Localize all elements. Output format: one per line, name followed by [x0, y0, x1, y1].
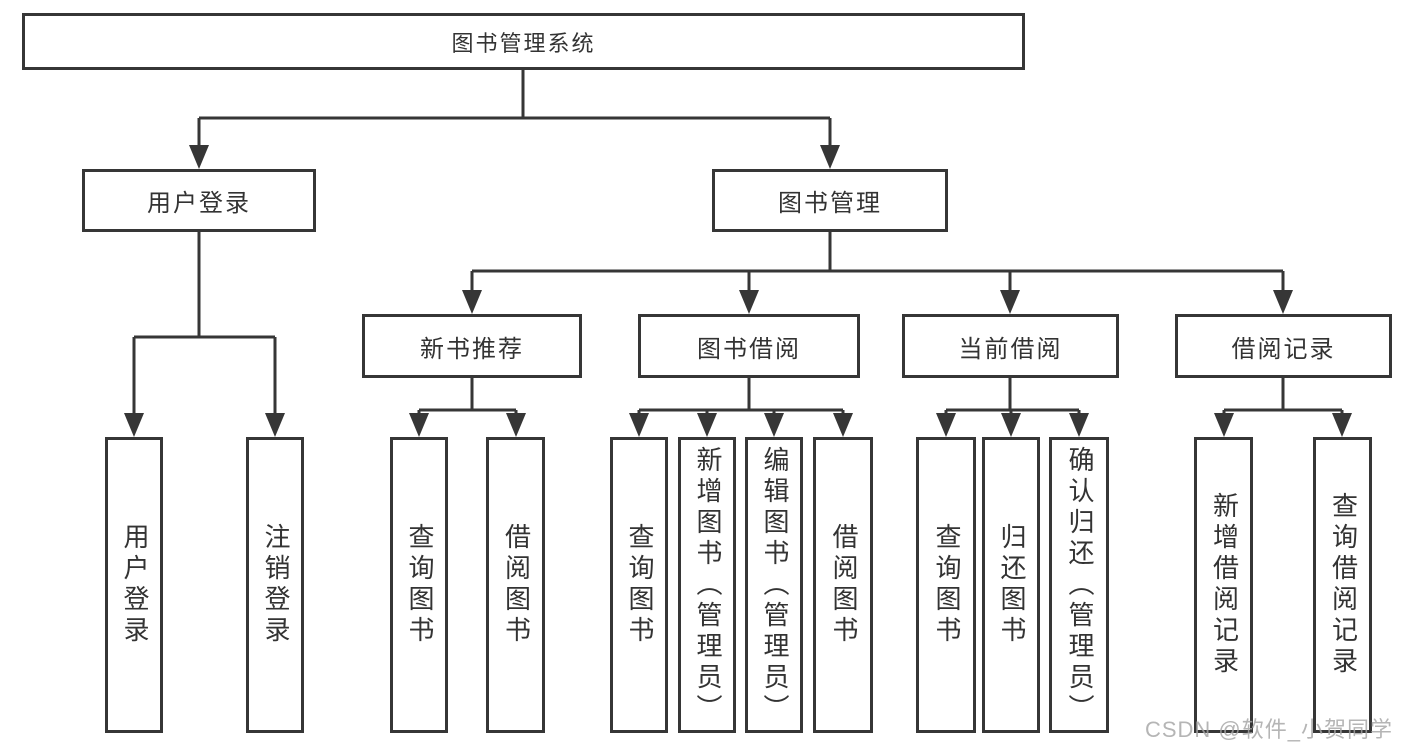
- node-label: 借阅图书: [501, 523, 532, 647]
- node-label: 借阅图书: [828, 523, 859, 647]
- node-add-borrow-record: 新增借阅记录: [1194, 437, 1253, 733]
- node-query-books-3: 查询图书: [916, 437, 976, 733]
- node-label: 当前借阅: [958, 335, 1063, 363]
- node-label: 图书管理系统: [451, 30, 596, 56]
- node-label: 图书管理: [778, 190, 882, 217]
- node-label: 注销登录: [260, 523, 291, 647]
- node-borrow-books-1: 借阅图书: [486, 437, 545, 733]
- node-query-borrow-record: 查询借阅记录: [1313, 437, 1372, 733]
- node-confirm-return-admin: 确认归还（管理员）: [1049, 437, 1109, 733]
- node-library-system: 图书管理系统: [22, 13, 1025, 70]
- node-label: 查询图书: [624, 523, 655, 647]
- node-label: 归还图书: [996, 523, 1027, 647]
- node-label: 确认归还（管理员）: [1064, 445, 1095, 725]
- node-label: 用户登录: [147, 190, 251, 217]
- node-borrow-books-2: 借阅图书: [813, 437, 873, 733]
- arrowheads: [124, 145, 1352, 437]
- node-query-books-2: 查询图书: [610, 437, 668, 733]
- node-label: 查询借阅记录: [1328, 492, 1359, 678]
- node-add-book-admin: 新增图书（管理员）: [678, 437, 736, 733]
- node-borrow-records: 借阅记录: [1175, 314, 1392, 378]
- node-book-borrow: 图书借阅: [638, 314, 860, 378]
- node-label: 查询图书: [404, 523, 435, 647]
- node-label: 借阅记录: [1231, 335, 1336, 363]
- node-label: 新增图书（管理员）: [692, 445, 723, 725]
- node-user-login: 用户登录: [105, 437, 163, 733]
- node-return-book: 归还图书: [982, 437, 1040, 733]
- node-label: 查询图书: [931, 523, 962, 647]
- node-query-books-1: 查询图书: [390, 437, 448, 733]
- node-label: 新增借阅记录: [1209, 492, 1240, 678]
- node-edit-book-admin: 编辑图书（管理员）: [745, 437, 803, 733]
- node-user-login-group: 用户登录: [82, 169, 316, 232]
- node-label: 用户登录: [119, 523, 150, 647]
- node-new-book-recommend: 新书推荐: [362, 314, 582, 378]
- node-book-management: 图书管理: [712, 169, 948, 232]
- node-logout: 注销登录: [246, 437, 304, 733]
- node-current-borrow: 当前借阅: [902, 314, 1119, 378]
- node-label: 编辑图书（管理员）: [759, 445, 790, 725]
- node-label: 图书借阅: [697, 335, 801, 363]
- node-label: 新书推荐: [420, 335, 524, 363]
- watermark: CSDN @软件_小贺同学: [1144, 717, 1393, 742]
